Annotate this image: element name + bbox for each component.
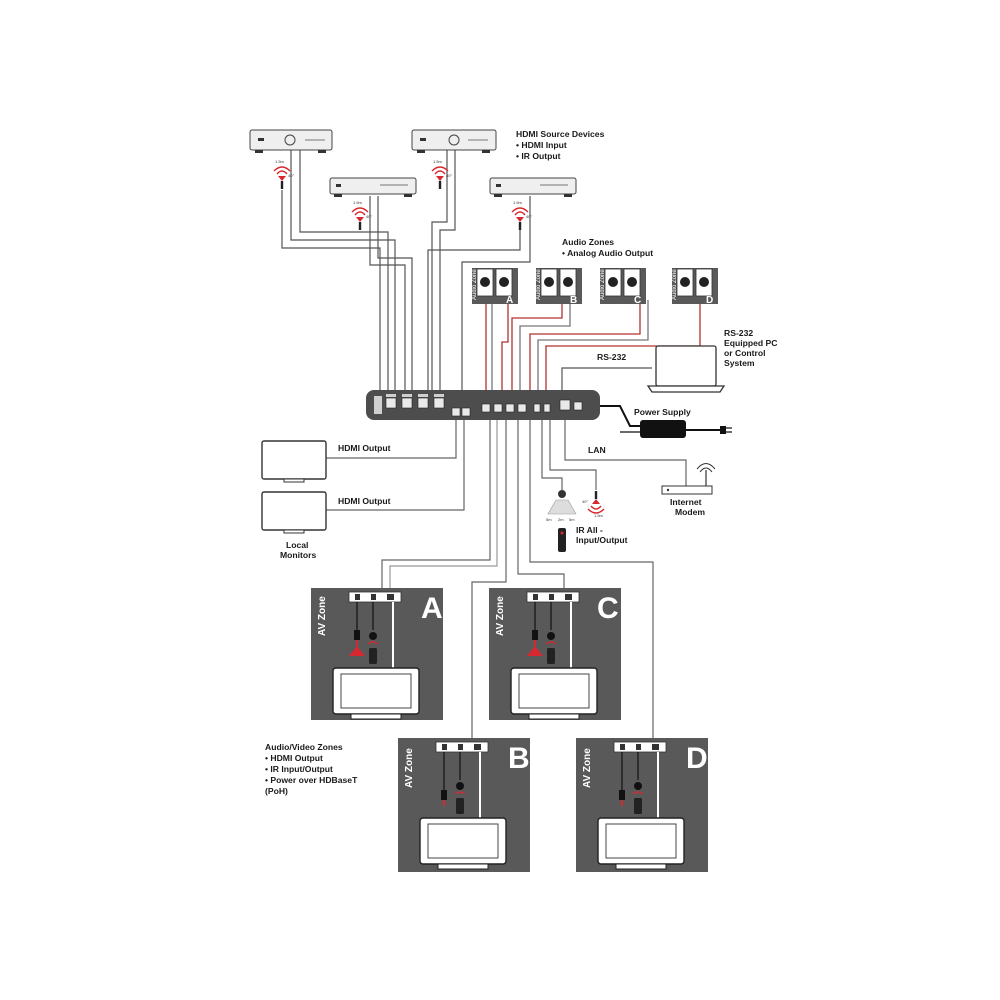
svg-text:Monitors: Monitors — [280, 550, 317, 560]
svg-text:IR All -: IR All - — [576, 525, 603, 535]
svg-text:• IR Output: • IR Output — [516, 151, 561, 161]
rs232-pc-label: RS-232 Equipped PC or Control System — [724, 328, 777, 368]
svg-text:Audio Zones: Audio Zones — [562, 237, 614, 247]
svg-text:A: A — [506, 295, 513, 306]
svg-text:• IR Input/Output: • IR Input/Output — [265, 764, 333, 774]
svg-text:Audio/Video Zones: Audio/Video Zones — [265, 742, 343, 752]
svg-text:(PoH): (PoH) — [265, 786, 288, 796]
svg-text:D: D — [706, 295, 713, 306]
svg-text:AV Zone: AV Zone — [317, 596, 328, 636]
svg-text:B: B — [570, 295, 577, 306]
svg-text:1.5m: 1.5m — [433, 159, 443, 164]
svg-text:40°: 40° — [288, 173, 294, 178]
local-monitors-label: Local Monitors — [280, 540, 317, 560]
svg-text:AV Zone: AV Zone — [582, 748, 593, 788]
svg-text:A: A — [421, 592, 443, 625]
svg-text:Internet: Internet — [670, 497, 702, 507]
ir-emitter-local: 40° 1.5m — [582, 490, 605, 518]
svg-text:1.5m: 1.5m — [275, 159, 285, 164]
audio-zone-d: Audio Zone D — [672, 268, 718, 306]
audio-zone-a: Audio Zone A — [472, 268, 518, 306]
svg-text:5m: 5m — [546, 517, 552, 522]
svg-text:Audio Zone: Audio Zone — [472, 269, 478, 300]
local-monitor-2 — [261, 491, 327, 534]
svg-text:• Power over HDBaseT: • Power over HDBaseT — [265, 775, 358, 785]
svg-text:RS-232: RS-232 — [724, 328, 753, 338]
lan-label: LAN — [588, 445, 606, 455]
svg-text:Audio Zone: Audio Zone — [672, 269, 678, 300]
output-cables — [326, 420, 687, 740]
svg-text:Local: Local — [286, 540, 308, 550]
power-adapter — [640, 420, 732, 438]
speaker-cables — [485, 300, 701, 390]
svg-text:System: System — [724, 358, 755, 368]
hdmi-source-label: HDMI Source Devices • HDMI Input • IR Ou… — [516, 129, 605, 161]
ir-receiver-icon: 5m 2m 5m — [546, 490, 577, 522]
svg-text:Equipped PC: Equipped PC — [724, 338, 777, 348]
av-zone-a: AV Zone A — [311, 588, 443, 720]
hdmi-output-label-1: HDMI Output — [338, 443, 391, 453]
svg-text:or Control: or Control — [724, 348, 766, 358]
hdmi-output-label-2: HDMI Output — [338, 496, 391, 506]
svg-text:C: C — [634, 295, 641, 306]
ir-emitter-3: 1.5m 40° — [431, 159, 452, 190]
svg-text:1.5m: 1.5m — [594, 513, 604, 518]
svg-text:5m: 5m — [569, 517, 575, 522]
av-zone-b: AV Zone B — [398, 738, 530, 872]
source-cables — [281, 150, 531, 395]
ir-emitter-1: 1.5m 40° — [273, 159, 294, 190]
laptop-icon — [646, 345, 726, 393]
svg-text:• Analog Audio Output: • Analog Audio Output — [562, 248, 653, 258]
matrix-switcher — [366, 390, 600, 420]
source-device-3 — [411, 129, 497, 153]
local-monitor-1 — [261, 440, 327, 483]
source-device-1 — [249, 129, 333, 153]
svg-text:C: C — [597, 592, 619, 625]
svg-text:Audio Zone: Audio Zone — [536, 269, 542, 300]
svg-text:40°: 40° — [526, 214, 532, 219]
power-cable — [590, 405, 720, 433]
svg-text:D: D — [686, 742, 708, 775]
svg-text:40°: 40° — [582, 499, 588, 504]
svg-text:AV Zone: AV Zone — [495, 596, 506, 636]
power-supply-label: Power Supply — [634, 407, 691, 417]
av-zones-note: Audio/Video Zones • HDMI Output • IR Inp… — [265, 742, 358, 796]
av-zone-d: AV Zone D — [576, 738, 708, 872]
ir-emitter-2: 1.5m 40° — [351, 200, 372, 231]
remote-control-icon — [558, 528, 566, 552]
svg-text:• HDMI Input: • HDMI Input — [516, 140, 567, 150]
internet-modem-icon — [661, 463, 716, 495]
svg-text:1.5m: 1.5m — [353, 200, 363, 205]
svg-text:HDMI Source Devices: HDMI Source Devices — [516, 129, 605, 139]
ir-all-label: IR All - Input/Output — [576, 525, 628, 545]
source-device-4 — [489, 177, 577, 197]
ir-emitter-4: 1.5m 40° — [511, 200, 532, 231]
audio-zones-label: Audio Zones • Analog Audio Output — [562, 237, 653, 258]
svg-text:Modem: Modem — [675, 507, 705, 517]
svg-text:40°: 40° — [446, 173, 452, 178]
source-device-2 — [329, 177, 417, 197]
internet-modem-label: Internet Modem — [670, 497, 705, 517]
svg-text:• HDMI Output: • HDMI Output — [265, 753, 323, 763]
svg-text:1.5m: 1.5m — [513, 200, 523, 205]
svg-text:Input/Output: Input/Output — [576, 535, 628, 545]
rs232-cable-label: RS-232 — [597, 352, 626, 362]
svg-text:AV Zone: AV Zone — [404, 748, 415, 788]
av-zone-c: AV Zone C — [489, 588, 621, 720]
audio-zone-b: Audio Zone B — [536, 268, 582, 306]
svg-text:Audio Zone: Audio Zone — [600, 269, 606, 300]
audio-zone-c: Audio Zone C — [600, 268, 646, 306]
svg-text:2m: 2m — [558, 517, 564, 522]
svg-text:40°: 40° — [366, 214, 372, 219]
svg-text:B: B — [508, 742, 530, 775]
rs232-cable — [561, 367, 652, 395]
